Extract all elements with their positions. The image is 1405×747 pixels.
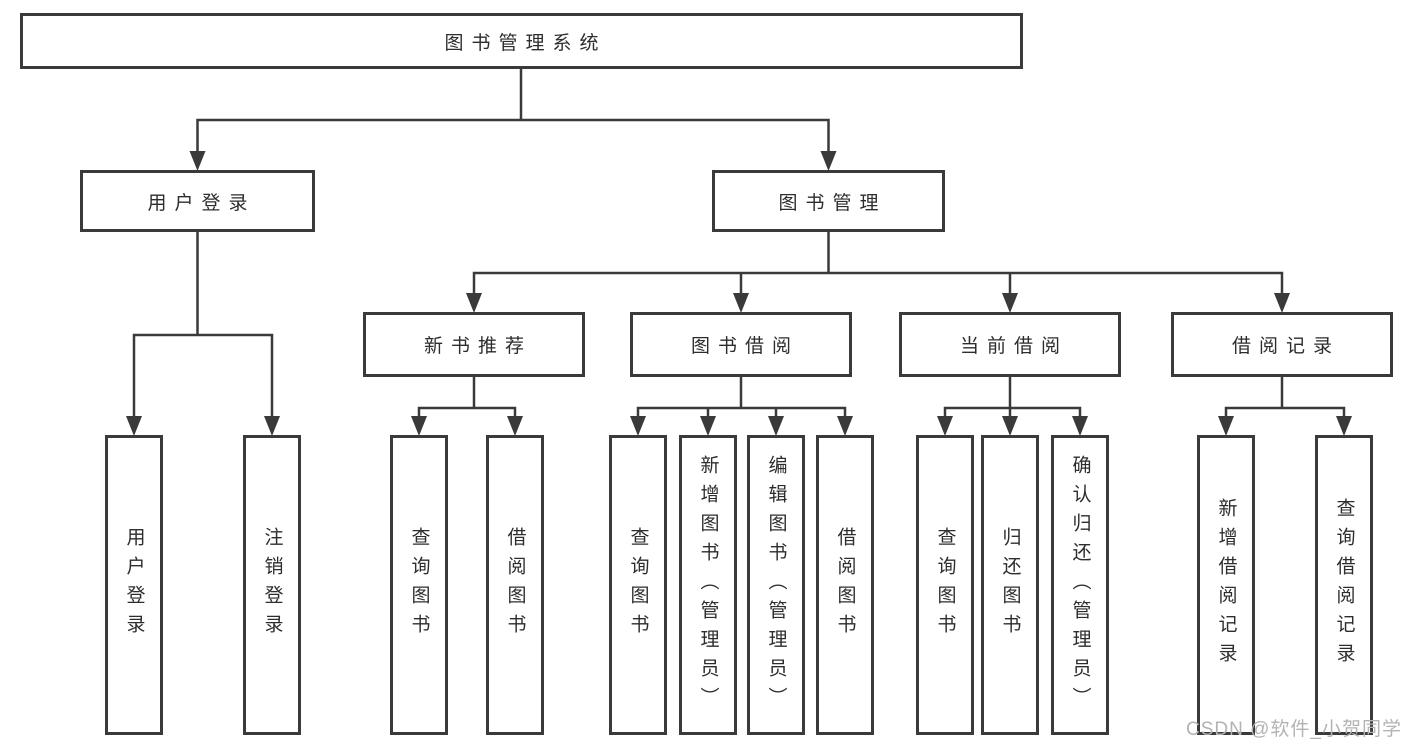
node-book-management-label: 图书管理 xyxy=(778,192,887,214)
node-book-management: 图书管理 xyxy=(712,170,945,232)
leaf-borrow-books-label: 借阅图书 xyxy=(834,527,856,643)
connector-borrow-to-leaves xyxy=(636,375,847,421)
leaf-query-books-borrow: 查询图书 xyxy=(609,435,667,735)
leaf-query-books-borrow-label: 查询图书 xyxy=(627,527,649,643)
node-book-borrow: 图书借阅 xyxy=(630,312,852,377)
node-borrow-records-label: 借阅记录 xyxy=(1231,336,1340,357)
connector-root-to-level2 xyxy=(196,67,830,155)
leaf-user-login-label: 用户登录 xyxy=(123,527,145,643)
leaf-return-book: 归还图书 xyxy=(981,435,1039,735)
leaf-add-book-admin: 新增图书（管理员） xyxy=(679,435,737,735)
leaf-query-books-recommend: 查询图书 xyxy=(390,435,448,735)
leaf-query-borrow-record: 查询借阅记录 xyxy=(1315,435,1373,735)
csdn-watermark: CSDN @软件_小贺同学 xyxy=(1186,719,1402,740)
leaf-user-login: 用户登录 xyxy=(105,435,163,735)
node-borrow-records: 借阅记录 xyxy=(1171,312,1393,377)
node-new-book-recommend-label: 新书推荐 xyxy=(423,336,532,357)
leaf-logout-label: 注销登录 xyxy=(261,527,283,643)
leaf-borrow-books-recommend-label: 借阅图书 xyxy=(504,527,526,643)
leaf-borrow-books: 借阅图书 xyxy=(816,435,874,735)
leaf-confirm-return-admin-label: 确认归还（管理员） xyxy=(1069,454,1091,716)
node-book-borrow-label: 图书借阅 xyxy=(690,336,799,357)
connector-current-to-leaves xyxy=(943,375,1082,421)
leaf-edit-book-admin-label: 编辑图书（管理员） xyxy=(765,454,787,716)
node-user-login-group-label: 用户登录 xyxy=(147,192,256,214)
node-current-borrow: 当前借阅 xyxy=(899,312,1121,377)
node-current-borrow-label: 当前借阅 xyxy=(959,336,1068,357)
connector-userlogin-to-leaves xyxy=(132,230,274,421)
leaf-return-book-label: 归还图书 xyxy=(999,527,1021,643)
connector-newbook-to-leaves xyxy=(417,375,517,421)
node-root: 图书管理系统 xyxy=(20,13,1023,69)
connector-bookmgmt-to-level3 xyxy=(472,230,1284,298)
leaf-add-borrow-record-label: 新增借阅记录 xyxy=(1215,498,1237,672)
leaf-add-book-admin-label: 新增图书（管理员） xyxy=(697,454,719,716)
leaf-query-books-recommend-label: 查询图书 xyxy=(408,527,430,643)
leaf-add-borrow-record: 新增借阅记录 xyxy=(1197,435,1255,735)
connector-records-to-leaves xyxy=(1224,375,1346,421)
leaf-confirm-return-admin: 确认归还（管理员） xyxy=(1051,435,1109,735)
leaf-query-books-current-label: 查询图书 xyxy=(934,527,956,643)
node-new-book-recommend: 新书推荐 xyxy=(363,312,585,377)
leaf-edit-book-admin: 编辑图书（管理员） xyxy=(747,435,805,735)
leaf-logout: 注销登录 xyxy=(243,435,301,735)
leaf-borrow-books-recommend: 借阅图书 xyxy=(486,435,544,735)
leaf-query-books-current: 查询图书 xyxy=(916,435,974,735)
leaf-query-borrow-record-label: 查询借阅记录 xyxy=(1333,498,1355,672)
node-root-label: 图书管理系统 xyxy=(444,32,607,54)
node-user-login-group: 用户登录 xyxy=(80,170,315,232)
